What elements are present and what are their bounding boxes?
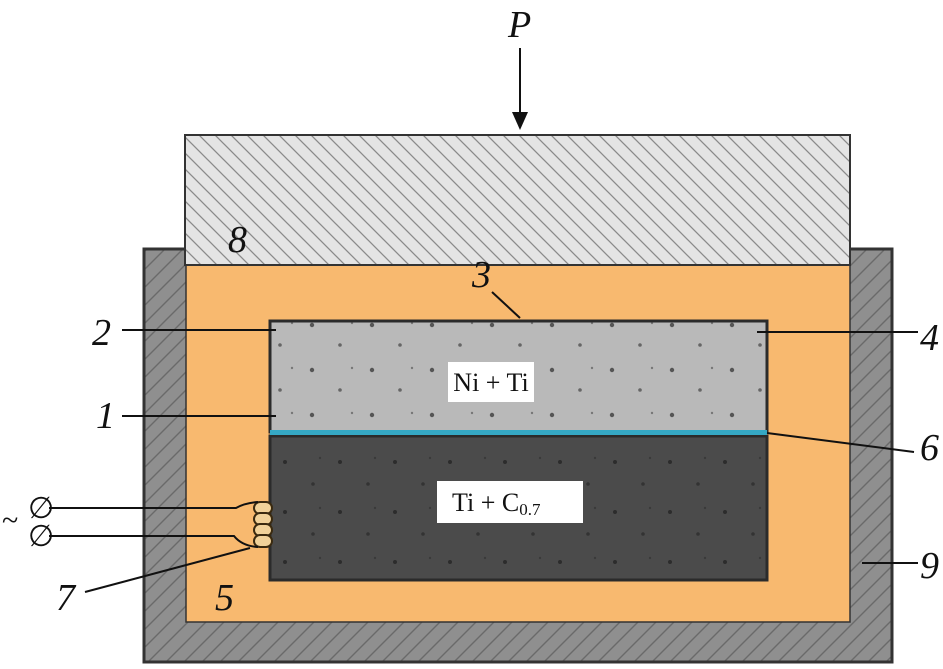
- force-label: P: [507, 4, 531, 46]
- callout-1: 1: [96, 395, 115, 437]
- ignition-coil-7: [253, 501, 273, 548]
- arrow-head-icon: [512, 112, 528, 130]
- punch-8: [184, 134, 851, 266]
- wire-top: [49, 501, 259, 509]
- leader-7: [84, 547, 251, 593]
- bottom-sample-label: Ti + C0.7: [452, 488, 541, 519]
- terminal-top-icon: ∅: [28, 492, 54, 525]
- leader-3: [491, 291, 521, 319]
- callout-8: 8: [228, 219, 247, 261]
- callout-2: 2: [92, 312, 111, 354]
- leader-6: [766, 432, 915, 453]
- wire-bottom: [49, 535, 259, 548]
- top-sample-label: Ni + Ti: [453, 368, 528, 397]
- bottom-sample-label-box: [437, 481, 583, 523]
- callout-7: 7: [56, 577, 77, 619]
- callout-3: 3: [471, 254, 491, 296]
- callout-4: 4: [920, 317, 939, 359]
- callout-5: 5: [215, 577, 234, 619]
- ac-symbol: ~: [2, 504, 18, 537]
- terminal-bottom-icon: ∅: [28, 520, 54, 553]
- callout-6: 6: [920, 427, 939, 469]
- top-sample-label-box: [448, 362, 534, 402]
- interface-layer-6: [270, 430, 767, 435]
- callout-9: 9: [920, 545, 939, 587]
